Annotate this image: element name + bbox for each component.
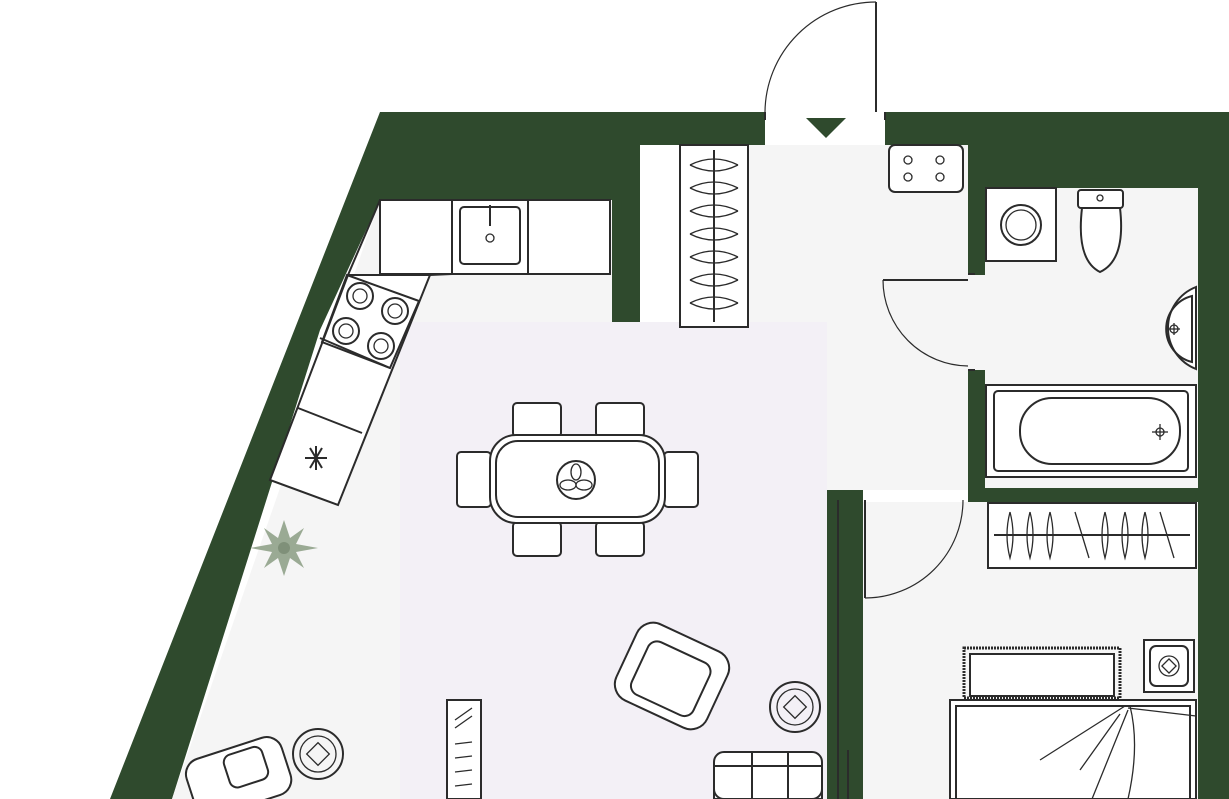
hall-wardrobe-icon bbox=[679, 144, 749, 328]
toilet-icon bbox=[1077, 189, 1124, 274]
plant-icon bbox=[250, 520, 318, 576]
bathroom-door bbox=[882, 273, 975, 371]
bed-icon bbox=[949, 646, 1197, 799]
washbasin-icon bbox=[1165, 285, 1197, 371]
sofa-icon bbox=[713, 751, 823, 799]
bedroom-wardrobe-icon bbox=[987, 502, 1197, 569]
bedroom-door bbox=[837, 499, 964, 799]
walls bbox=[110, 112, 1229, 799]
nightstand-icon bbox=[1143, 639, 1195, 693]
hob-icon bbox=[888, 144, 964, 193]
entrance-arrow-icon bbox=[806, 118, 846, 138]
round-table-icon bbox=[769, 681, 821, 733]
star-icon bbox=[305, 446, 327, 470]
kitchen bbox=[268, 199, 611, 507]
fan-icon bbox=[556, 460, 596, 500]
armchair-left-icon bbox=[184, 736, 293, 799]
stove-icon bbox=[320, 273, 421, 370]
bookshelf-icon bbox=[446, 699, 482, 799]
bathtub-icon bbox=[985, 384, 1197, 478]
entrance-door bbox=[764, 1, 886, 138]
washing-machine-icon bbox=[985, 187, 1057, 262]
armchair-icon bbox=[613, 621, 731, 731]
dining-set bbox=[456, 402, 699, 557]
sink-icon bbox=[459, 205, 521, 265]
round-table-icon-2 bbox=[292, 728, 344, 780]
